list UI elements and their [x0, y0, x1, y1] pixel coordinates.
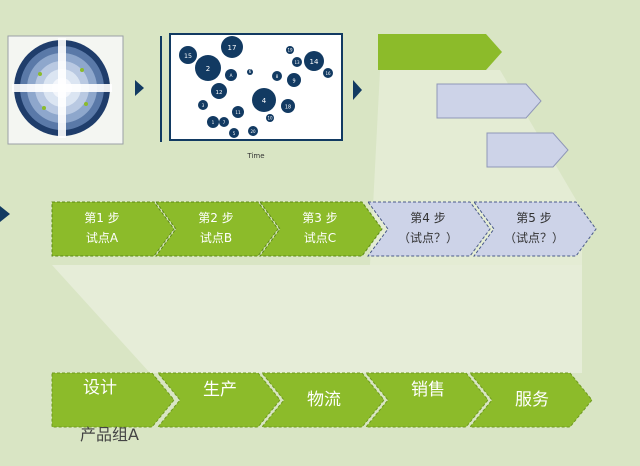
bubble-label: A	[230, 73, 233, 78]
target-circle-panel	[7, 35, 124, 145]
left-edge-arrow-icon	[0, 206, 10, 222]
value-chain-chevron	[468, 372, 593, 428]
step-subtitle: （试点？）	[398, 230, 458, 245]
value-chain-label: 服务	[515, 390, 549, 410]
step-title: 第1 步	[84, 211, 119, 225]
value-chain-label: 设计	[83, 378, 117, 398]
step-subtitle: 试点B	[200, 230, 232, 245]
step-title: 第5 步	[516, 211, 551, 225]
bubble-label: 12	[215, 90, 222, 96]
bubble	[179, 46, 197, 64]
bubble	[323, 68, 333, 78]
bubble-label: 13	[294, 60, 300, 65]
step-chevron	[51, 201, 175, 257]
bubble	[304, 51, 324, 71]
bubble-label: 6	[249, 69, 252, 74]
value-chain-chevron	[260, 372, 385, 428]
value-chain-label: 物流	[307, 390, 341, 410]
step-subtitle: 试点C	[304, 230, 336, 245]
bubble-label: 20	[250, 129, 256, 134]
value-chain-label: 生产	[203, 380, 237, 400]
bubble	[292, 57, 302, 67]
bubble-label: 4	[262, 97, 267, 105]
step-title: 第3 步	[302, 211, 337, 225]
bubble-label: 5	[233, 131, 236, 136]
bubble-label: 11	[235, 110, 241, 115]
bubble-label: 2	[206, 65, 210, 73]
bubble-chart-x-label: Time	[246, 152, 264, 160]
bubble	[252, 88, 276, 112]
bubble-label: 15	[184, 53, 192, 60]
bubble-label: 19	[287, 47, 293, 52]
bubble-label: 7	[223, 120, 226, 125]
step-chevron	[367, 201, 491, 257]
stage-arrow-lavender-1	[436, 83, 542, 119]
step-chevron	[473, 201, 597, 257]
value-chain-chevron	[156, 372, 281, 428]
step-title: 第2 步	[198, 211, 233, 225]
stage-arrow-green	[378, 34, 502, 70]
value-chain-label: 销售	[411, 380, 445, 400]
product-group-label: 产品组A	[80, 425, 139, 444]
step-title: 第4 步	[410, 211, 445, 225]
bubble	[198, 100, 208, 110]
bubble	[225, 69, 237, 81]
step-subtitle: 试点A	[86, 230, 119, 245]
value-chain-chevron	[364, 372, 489, 428]
bubble	[248, 126, 258, 136]
bubble	[232, 106, 244, 118]
bubble	[266, 114, 274, 122]
bubble	[229, 128, 239, 138]
bubble-label: 18	[285, 104, 291, 110]
value-chain-chevron	[51, 372, 175, 428]
step-subtitle: （试点？）	[504, 230, 564, 245]
bubble	[281, 99, 295, 113]
chevron-right-icon-2	[353, 80, 362, 100]
bubble	[195, 55, 221, 81]
bubble-label: 17	[228, 44, 237, 52]
bubble-label: 1	[212, 120, 215, 125]
bubble-label: 16	[325, 71, 331, 76]
bubble	[272, 71, 282, 81]
bubble-label: 14	[310, 58, 319, 66]
step-chevron	[259, 201, 383, 257]
bubble-label: 9	[292, 78, 295, 84]
bubble	[286, 46, 294, 54]
bubble-label: 10	[267, 115, 273, 120]
chevron-right-icon	[135, 80, 144, 96]
bubble-label: 3	[202, 103, 205, 108]
bubble	[221, 36, 243, 58]
bubble	[211, 83, 227, 99]
bubble	[219, 117, 229, 127]
funnel-projection	[52, 265, 582, 373]
bubble	[207, 116, 219, 128]
step-chevron	[155, 201, 279, 257]
bubble	[247, 69, 253, 75]
value-chain: 设计 生产物流 销售服务	[51, 372, 593, 428]
stage-arrow-lavender-2	[486, 132, 569, 168]
bubble-label: 8	[276, 74, 279, 79]
bubble	[287, 73, 301, 87]
